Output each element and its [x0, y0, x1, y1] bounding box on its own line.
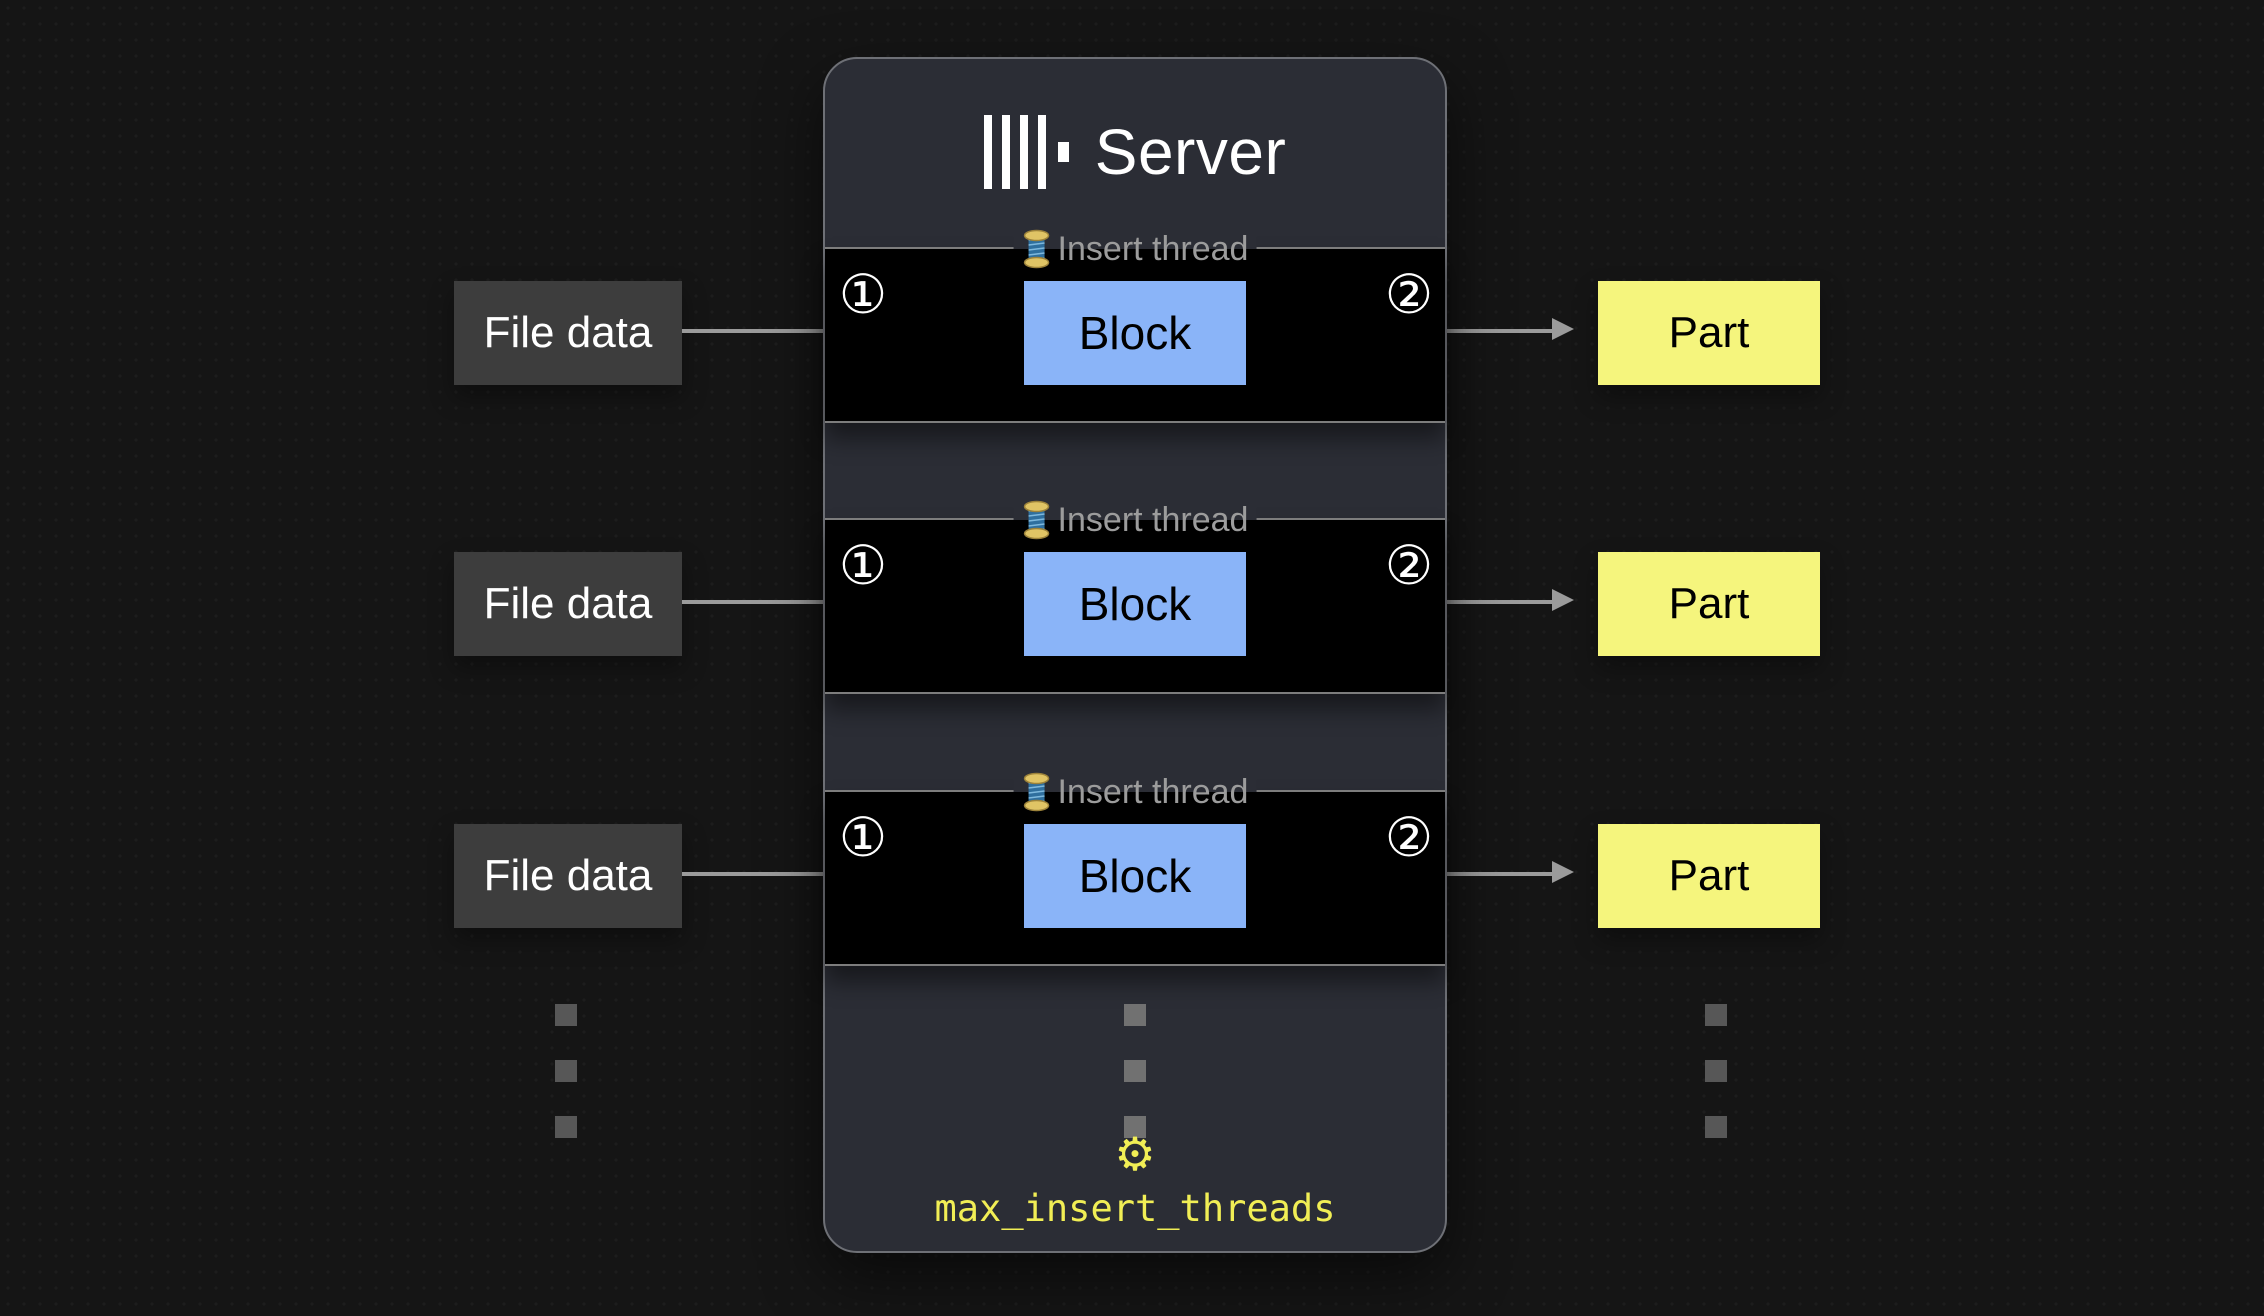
server-panel: Server Insert thread ① Block ②: [823, 57, 1447, 1253]
server-title: Server: [1094, 116, 1287, 188]
file-data-box: File data: [454, 281, 682, 385]
insert-thread-row: Insert thread ① Block ②: [825, 770, 1445, 966]
block-box: Block: [1024, 824, 1246, 928]
step-1-badge: ①: [838, 263, 888, 326]
part-box: Part: [1598, 824, 1820, 928]
block-box: Block: [1024, 281, 1246, 385]
thread-spool-icon: [1023, 229, 1050, 269]
insert-thread-legend: Insert thread: [1013, 770, 1257, 814]
file-data-box: File data: [454, 824, 682, 928]
ellipsis-dots-center: [1124, 1004, 1146, 1138]
insert-thread-legend: Insert thread: [1013, 227, 1257, 271]
gear-icon: ⚙: [1114, 1127, 1156, 1181]
insert-thread-label: Insert thread: [1057, 230, 1249, 268]
max-insert-threads-label: max_insert_threads: [934, 1187, 1336, 1230]
thread-spool-icon: [1023, 772, 1050, 812]
ellipsis-dots-left: [555, 1004, 577, 1138]
ellipsis-dots-right: [1705, 1004, 1727, 1138]
thread-spool-icon: [1023, 500, 1050, 540]
insert-thread-legend: Insert thread: [1013, 498, 1257, 542]
insert-thread-label: Insert thread: [1057, 501, 1249, 539]
part-box: Part: [1598, 552, 1820, 656]
insert-thread-row: Insert thread ① Block ②: [825, 227, 1445, 423]
file-data-box: File data: [454, 552, 682, 656]
step-1-badge: ①: [838, 534, 888, 597]
part-box: Part: [1598, 281, 1820, 385]
step-2-badge: ②: [1384, 534, 1434, 597]
step-1-badge: ①: [838, 806, 888, 869]
server-header: Server: [825, 107, 1445, 197]
block-box: Block: [1024, 552, 1246, 656]
step-2-badge: ②: [1384, 806, 1434, 869]
insert-thread-label: Insert thread: [1057, 773, 1249, 811]
step-2-badge: ②: [1384, 263, 1434, 326]
insert-thread-row: Insert thread ① Block ②: [825, 498, 1445, 694]
clickhouse-logo-icon: [983, 115, 1069, 189]
